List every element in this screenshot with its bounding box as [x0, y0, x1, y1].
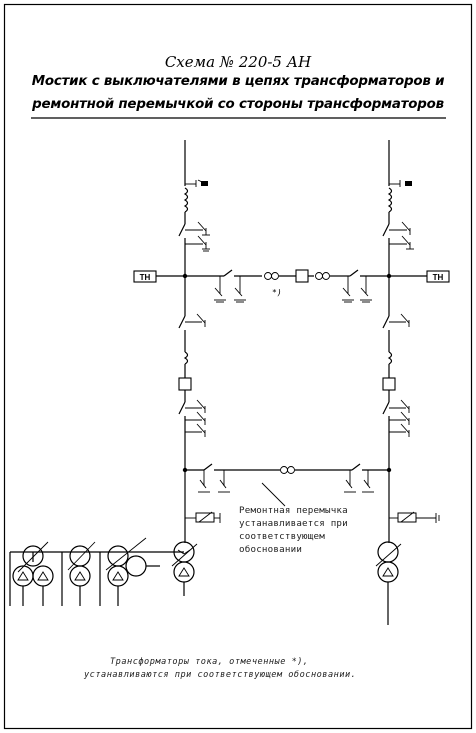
left-transformer-chain	[171, 276, 221, 596]
scheme-title-line-1: Мостик с выключателями в цепях трансформ…	[31, 74, 445, 89]
footnote-line-2: устанавливаются при соответствующем обос…	[84, 670, 357, 680]
vt-right-box: ТН	[389, 270, 450, 283]
right-transformer-chain	[375, 276, 440, 625]
repair-note-line-4: обосновании	[239, 544, 303, 555]
ct-mark: *)	[272, 288, 282, 297]
left-line-feeder	[178, 140, 210, 279]
repair-jumper-note: Ремонтная перемычка устанавливается при …	[239, 504, 399, 556]
vt-right-label: ТН	[433, 273, 444, 282]
upper-bridge: *)	[185, 269, 392, 303]
repair-jumper	[185, 463, 389, 507]
repair-note-line-3: соответствующем	[239, 531, 325, 542]
scheme-title-line-2: ремонтной перемычкой со стороны трансфор…	[32, 97, 444, 112]
right-line-feeder	[382, 140, 414, 276]
scheme-number: Схема № 220-5 АН	[164, 53, 312, 71]
repair-note-line-1: Ремонтная перемычка	[239, 505, 348, 516]
vt-left-box: ТН	[133, 270, 185, 283]
left-transformer-group	[9, 537, 184, 606]
footnote-line-1: Трансформаторы тока, отмеченные *),	[110, 657, 309, 667]
vt-left-label: ТН	[140, 273, 151, 282]
repair-note-line-2: устанавливается при	[239, 518, 348, 529]
sheet-frame	[3, 3, 473, 730]
